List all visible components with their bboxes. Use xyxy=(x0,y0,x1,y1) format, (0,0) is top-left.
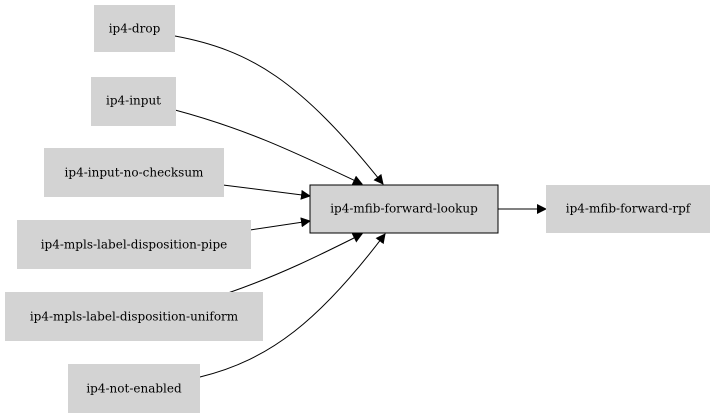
node-ip4-input-no-checksum: ip4-input-no-checksum xyxy=(44,148,224,197)
edges xyxy=(174,35,547,378)
edge-ip4-drop-to-ip4-mfib-forward-lookup xyxy=(174,35,384,185)
edge-ip4-mpls-label-disposition-uniform-to-ip4-mfib-forward-lookup xyxy=(227,233,363,294)
node-label-ip4-mfib-forward-rpf: ip4-mfib-forward-rpf xyxy=(566,202,692,216)
node-label-ip4-mfib-forward-lookup: ip4-mfib-forward-lookup xyxy=(330,202,478,216)
node-ip4-not-enabled: ip4-not-enabled xyxy=(68,364,200,413)
node-label-ip4-input: ip4-input xyxy=(106,94,161,108)
node-ip4-mfib-forward-rpf: ip4-mfib-forward-rpf xyxy=(546,185,710,233)
node-ip4-mpls-label-disposition-pipe: ip4-mpls-label-disposition-pipe xyxy=(17,220,251,269)
node-ip4-drop: ip4-drop xyxy=(94,5,175,52)
node-ip4-mfib-forward-lookup: ip4-mfib-forward-lookup xyxy=(309,184,499,234)
edge-ip4-input-to-ip4-mfib-forward-lookup xyxy=(174,109,363,185)
node-ip4-mpls-label-disposition-uniform: ip4-mpls-label-disposition-uniform xyxy=(5,292,263,341)
node-label-ip4-drop: ip4-drop xyxy=(109,22,161,36)
node-label-ip4-mpls-label-disposition-uniform: ip4-mpls-label-disposition-uniform xyxy=(30,310,239,324)
nodes: ip4-drop ip4-input ip4-input-no-checksum… xyxy=(5,5,710,413)
node-label-ip4-mpls-label-disposition-pipe: ip4-mpls-label-disposition-pipe xyxy=(41,238,228,252)
node-label-ip4-not-enabled: ip4-not-enabled xyxy=(86,382,182,396)
edge-ip4-not-enabled-to-ip4-mfib-forward-lookup xyxy=(199,233,386,378)
edge-ip4-mpls-label-disposition-pipe-to-ip4-mfib-forward-lookup xyxy=(249,217,311,231)
node-ip4-input: ip4-input xyxy=(91,77,176,126)
node-label-ip4-input-no-checksum: ip4-input-no-checksum xyxy=(65,166,205,180)
edge-ip4-input-no-checksum-to-ip4-mfib-forward-lookup xyxy=(222,184,311,200)
